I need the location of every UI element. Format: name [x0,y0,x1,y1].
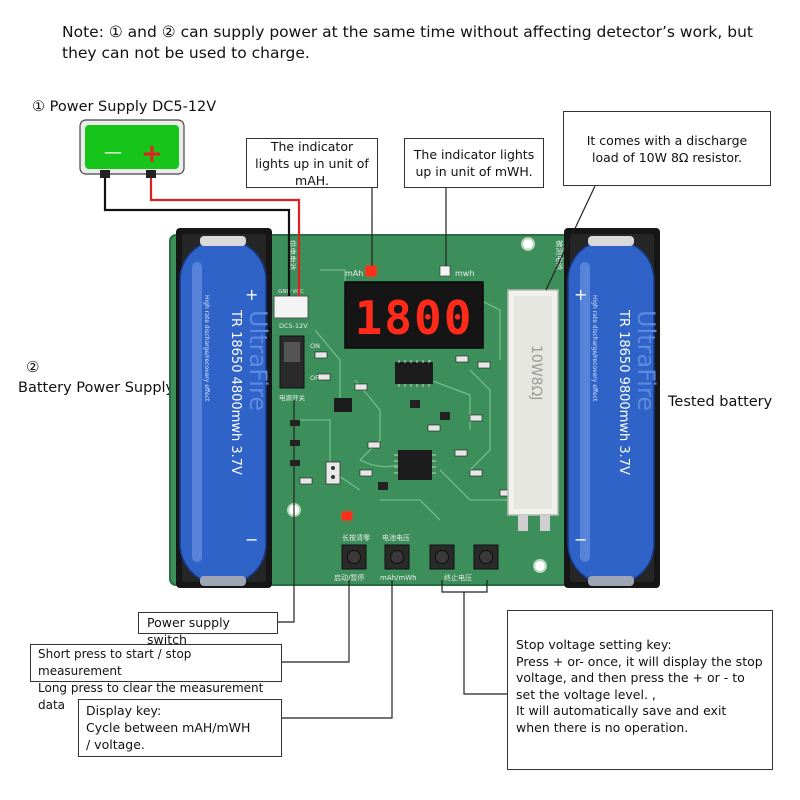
power-supply-label: ① Power Supply DC5-12V [32,99,217,115]
switch-on-label: ON [310,342,320,350]
left-cell-brand: UltraFire [244,310,272,411]
switch-cn-label: 电源开关 [279,393,306,402]
callout-stop-voltage-title: Stop voltage setting key: [516,637,672,652]
right-cell-brand: UltraFire [632,310,660,411]
right-cell-minus: − [574,530,587,549]
battery-supply-label: Battery Power Supply [18,380,175,396]
btn1-top-label: 长按清零 [342,533,370,542]
resistor-text: 10W8ΩJ [528,345,544,400]
btn2-top-label: 电池电压 [382,533,410,542]
left-cell-fine: High rate discharge/recovery effect [203,295,210,402]
callout-stop-voltage-line2: Press + or- once, it will display the st… [516,653,763,702]
callout-display-key-line2: Cycle between mAH/mWH [86,720,251,735]
callout-display-key-line1: Display key: [86,703,162,718]
callout-mah: The indicator lights up in unit of mAH. [246,138,378,188]
wire-red [149,178,301,296]
callout-resistor: It comes with a discharge load of 10W 8Ω… [563,111,771,186]
dc-connector [273,295,309,319]
psu-minus: — [104,142,122,163]
top-note: Note: ① and ② can supply power at the sa… [62,23,753,62]
callout-start-stop-line2: Long press to clear the measurement data [38,681,264,712]
mwh-label: mwh [455,269,474,278]
right-vert-cn: 被测电池 [555,240,565,270]
right-cell-text: TR 18650 9800mwh 3.7V [616,309,631,475]
callout-stop-voltage: Stop voltage setting key: Press + or- on… [507,610,773,770]
callout-power-switch: Power supply switch [138,612,278,647]
btn2-bottom-label: mAh/mWh [380,574,417,582]
right-cell-plus: + [574,285,587,304]
callout-display-key-line3: / voltage. [86,737,145,752]
switch-off-label: OFF [310,374,323,382]
callout-stop-voltage-line3: It will automatically save and exit when… [516,703,727,735]
mwh-led [439,265,451,277]
left-vert-cn: 供电电池 [288,240,298,270]
callout-start-stop-line1: Short press to start / stop measurement [38,647,192,678]
btn34-bottom-label: 终止电压 [444,573,472,582]
battery-supply-number: ② [26,358,40,376]
display-value: 1800 [355,291,474,345]
callout-start-stop: Short press to start / stop measurement … [30,644,282,712]
gnd-vcc-label: GND VCC [278,289,304,295]
left-cell-plus: + [245,285,258,304]
right-cell-fine: High rate discharge/recovery effect [591,295,598,402]
mah-led [366,266,376,276]
left-cell-text: TR 18650 4800mwh 3.7V [228,309,243,475]
buttons: 长按清零 电池电压 启动/暂停 mAh/mWh 终止电压 [334,533,499,582]
seven-segment-display [344,281,484,349]
tested-battery-label: Tested battery [668,394,773,410]
callout-mwh: The indicator lights up in unit of mWH. [404,138,544,188]
psu-plus: + [141,139,163,169]
dc-label: DC5-12V [279,322,308,330]
mah-label: mAh [345,269,363,278]
wire-black [103,178,291,296]
callout-display-key: Display key: Cycle between mAH/mWH / vol… [78,699,282,757]
left-cell-minus: − [245,530,258,549]
left-battery-holder: + − TR 18650 4800mwh 3.7V UltraFire High… [176,228,272,588]
right-battery-holder: + − TR 18650 9800mwh 3.7V UltraFire High… [564,228,660,588]
power-supply-unit: — + [79,119,185,178]
btn1-bottom-label: 启动/暂停 [334,573,364,582]
